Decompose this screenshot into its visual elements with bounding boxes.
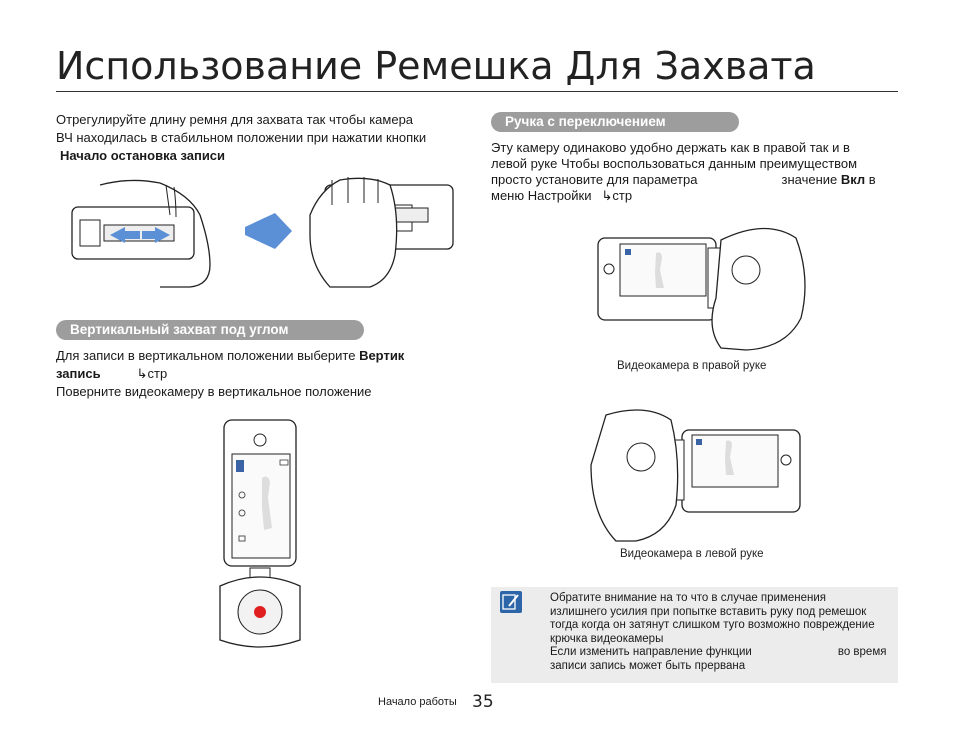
vertical-grip-text: Для записи в вертикальном положении выбе… — [56, 347, 456, 401]
vertical-line2-suffix: стр — [147, 366, 168, 381]
switch-line-3-bold: Вкл — [840, 172, 866, 187]
power-icon — [253, 433, 267, 447]
arrow-right-icon — [245, 213, 292, 249]
switch-grip-text: Эту камеру одинаково удобно держать как … — [491, 140, 901, 204]
switch-grip-heading: Ручка с переключением — [491, 112, 739, 132]
caption-right-hand: Видеокамера в правой руке — [617, 360, 767, 372]
power-icon — [780, 454, 792, 466]
switch-line-3-mid: значение — [781, 172, 841, 187]
right-hand-camera-illustration — [597, 227, 806, 351]
left-hand-camera-illustration — [590, 409, 801, 542]
intro-paragraph: Отрегулируйте длину ремня для захвата та… — [56, 111, 466, 165]
vertical-line1-bold: Вертик — [359, 348, 405, 363]
note-line-6: записи запись может быть прервана — [550, 659, 746, 672]
intro-bold-text: Начало остановка записи — [60, 148, 226, 163]
note-line-2: излишнего усилия при попытке вставить ру… — [550, 605, 867, 618]
strap-adjust-illustration — [71, 177, 454, 288]
vertical-line2-bold: запись — [56, 366, 101, 381]
switch-line-3-prefix: просто установите для параметра — [491, 172, 698, 187]
vertical-line1-text: Для записи в вертикальном положении выбе… — [56, 348, 360, 363]
switch-line-3-suffix: в — [865, 172, 876, 187]
vertical-grip-heading: Вертикальный захват под углом — [56, 320, 364, 340]
intro-line-1: Отрегулируйте длину ремня для захвата та… — [56, 112, 414, 127]
switch-line-4-prefix: меню Настройки — [491, 188, 592, 203]
page-ref-arrow-icon: ↳ — [601, 188, 613, 203]
note-line-3: тогда когда он затянут слишком туго возм… — [550, 619, 875, 632]
page-title: Использование Ремешка Для Захвата — [56, 44, 816, 88]
record-button-icon — [254, 606, 266, 618]
note-line-1: Обратите внимание на то что в случае при… — [550, 592, 827, 604]
footer-section-label: Начало работы — [378, 696, 457, 708]
note-line-5-suffix: во время — [837, 646, 887, 659]
note-box — [491, 587, 898, 683]
note-line-5-prefix: Если изменить направление функции — [550, 646, 752, 659]
caption-left-hand: Видеокамера в левой руке — [620, 548, 764, 560]
page-number: 35 — [472, 692, 494, 712]
page-ref-arrow-icon: ↳ — [136, 366, 148, 381]
title-divider — [56, 91, 898, 92]
vertical-camera-illustration — [219, 419, 301, 648]
switch-line-1: Эту камеру одинаково удобно держать как … — [491, 140, 850, 155]
pencil-note-icon — [500, 591, 522, 613]
switch-line-4-suffix: стр — [612, 188, 633, 203]
note-line-4: крючка видеокамеры — [550, 632, 664, 645]
intro-line-2: ВЧ находилась в стабильном положении при… — [56, 130, 427, 145]
switch-line-2: левой руке Чтобы воспользоваться данным … — [491, 156, 858, 171]
power-icon — [603, 263, 615, 275]
note-text: Обратите внимание на то что в случае при… — [550, 592, 895, 674]
vertical-line3-text: Поверните видеокамеру в вертикальное пол… — [56, 384, 372, 399]
